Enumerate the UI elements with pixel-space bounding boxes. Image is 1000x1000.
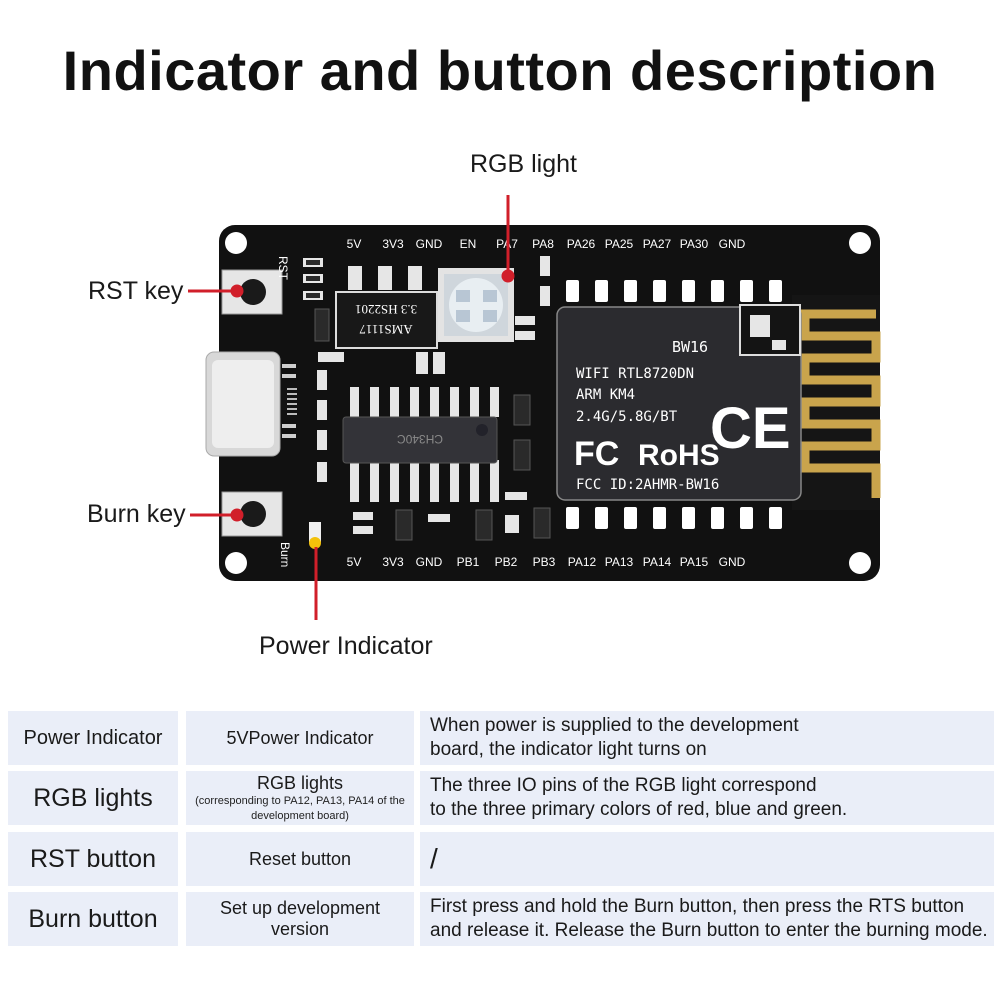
ce-mark: CE <box>710 396 791 461</box>
mount-hole-tr <box>849 232 871 254</box>
silk-rst: RST <box>276 256 290 281</box>
table-row: RST button Reset button / <box>8 832 994 886</box>
row-function-cell: Set up development version <box>186 892 414 946</box>
module-line2: ARM KM4 <box>576 387 635 403</box>
module-name: BW16 <box>672 338 708 356</box>
row-description-cell: When power is supplied to the developmen… <box>420 711 994 765</box>
fc-logo: FC <box>574 435 619 473</box>
row-description-line: When power is supplied to the developmen… <box>430 715 799 736</box>
module-line3: 2.4G/5.8G/BT <box>576 409 678 425</box>
regulator-line2: AMS1117 <box>359 322 413 337</box>
callout-power-indicator: Power Indicator <box>259 632 433 660</box>
pin-top: GND <box>719 237 746 251</box>
row-function-note: (corresponding to PA12, PA13, PA14 of th… <box>195 794 405 822</box>
callout-rgb-light: RGB light <box>470 150 577 178</box>
mount-hole-bl <box>225 552 247 574</box>
rgb-led <box>438 268 514 342</box>
module-line1: WIFI RTL8720DN <box>576 366 694 382</box>
pin-bottom: PA13 <box>605 555 634 569</box>
rst-callout-dot <box>230 284 244 298</box>
row-name: RGB lights <box>8 771 178 825</box>
row-function: Reset button <box>248 848 352 869</box>
row-description-line: to the three primary colors of red, blue… <box>430 799 848 820</box>
pin-bottom: GND <box>719 555 746 569</box>
pin-top: EN <box>460 237 477 251</box>
power-led <box>309 522 321 549</box>
row-description-line: board, the indicator light turns on <box>430 739 707 760</box>
pin-top: PA25 <box>605 237 634 251</box>
row-function-cell: 5VPower Indicator <box>186 711 414 765</box>
module-pads <box>566 280 782 529</box>
callout-rst-key: RST key <box>88 277 184 305</box>
pin-bottom: PB3 <box>533 555 556 569</box>
pin-top: PA30 <box>680 237 709 251</box>
mount-hole-br <box>849 552 871 574</box>
callout-burn-key: Burn key <box>87 500 186 528</box>
row-description-cell: First press and hold the Burn button, th… <box>420 892 994 946</box>
fcc-id: FCC ID:2AHMR-BW16 <box>576 477 719 493</box>
pin-bottom: PB2 <box>495 555 518 569</box>
row-description-line: First press and hold the Burn button, th… <box>430 896 965 917</box>
pin-top: GND <box>416 237 443 251</box>
rst-button <box>221 269 283 315</box>
row-name: RST button <box>8 832 178 886</box>
row-description-cell: / <box>420 832 994 886</box>
rohs-mark: RoHS <box>638 439 720 472</box>
pin-bottom: PA15 <box>680 555 709 569</box>
regulator-line1: 3.3 HS2201 <box>355 302 417 317</box>
silk-burn: Burn <box>278 542 292 567</box>
pin-bottom: GND <box>416 555 443 569</box>
table-row: RGB lights RGB lights (corresponding to … <box>8 771 994 825</box>
pin-top: PA8 <box>532 237 554 251</box>
row-function: RGB lights <box>256 772 344 793</box>
pin-bottom: PB1 <box>457 555 480 569</box>
table-row: Power Indicator 5VPower Indicator When p… <box>8 711 994 765</box>
pin-bottom: 3V3 <box>382 555 404 569</box>
rgb-callout-dot <box>501 269 515 283</box>
pin-top: PA27 <box>643 237 672 251</box>
burn-button <box>221 491 283 537</box>
row-function-cell: RGB lights (corresponding to PA12, PA13,… <box>186 771 414 825</box>
pin-top: 5V <box>347 237 362 251</box>
pin-bottom: PA12 <box>568 555 597 569</box>
regulator-ams1117: 3.3 HS2201 AMS1117 <box>335 266 438 349</box>
bw16-module: BW16 WIFI RTL8720DN ARM KM4 2.4G/5.8G/BT… <box>556 304 802 501</box>
row-description-line: The three IO pins of the RGB light corre… <box>430 775 817 796</box>
row-function: Set up development version <box>219 898 381 939</box>
pin-top: PA26 <box>567 237 596 251</box>
pin-bottom: 5V <box>347 555 362 569</box>
row-description-line: / <box>430 843 438 874</box>
usb-uart-chip: CH340C <box>342 387 499 502</box>
chip-label: CH340C <box>397 432 443 446</box>
burn-callout-dot <box>230 508 244 522</box>
table-row: Burn button Set up development version F… <box>8 892 994 946</box>
board-diagram: RST Burn 3.3 HS2201 AMS1117 <box>188 195 881 620</box>
mount-hole-tl <box>225 232 247 254</box>
row-name: Power Indicator <box>8 711 178 765</box>
page-title: Indicator and button description <box>62 39 938 102</box>
row-function: 5VPower Indicator <box>226 727 374 748</box>
row-name: Burn button <box>8 892 178 946</box>
pcb-antenna <box>792 295 881 510</box>
row-description-cell: The three IO pins of the RGB light corre… <box>420 771 994 825</box>
pin-bottom: PA14 <box>643 555 672 569</box>
row-function-cell: Reset button <box>186 832 414 886</box>
pin-top: 3V3 <box>382 237 404 251</box>
row-description-line: and release it. Release the Burn button … <box>430 920 988 941</box>
